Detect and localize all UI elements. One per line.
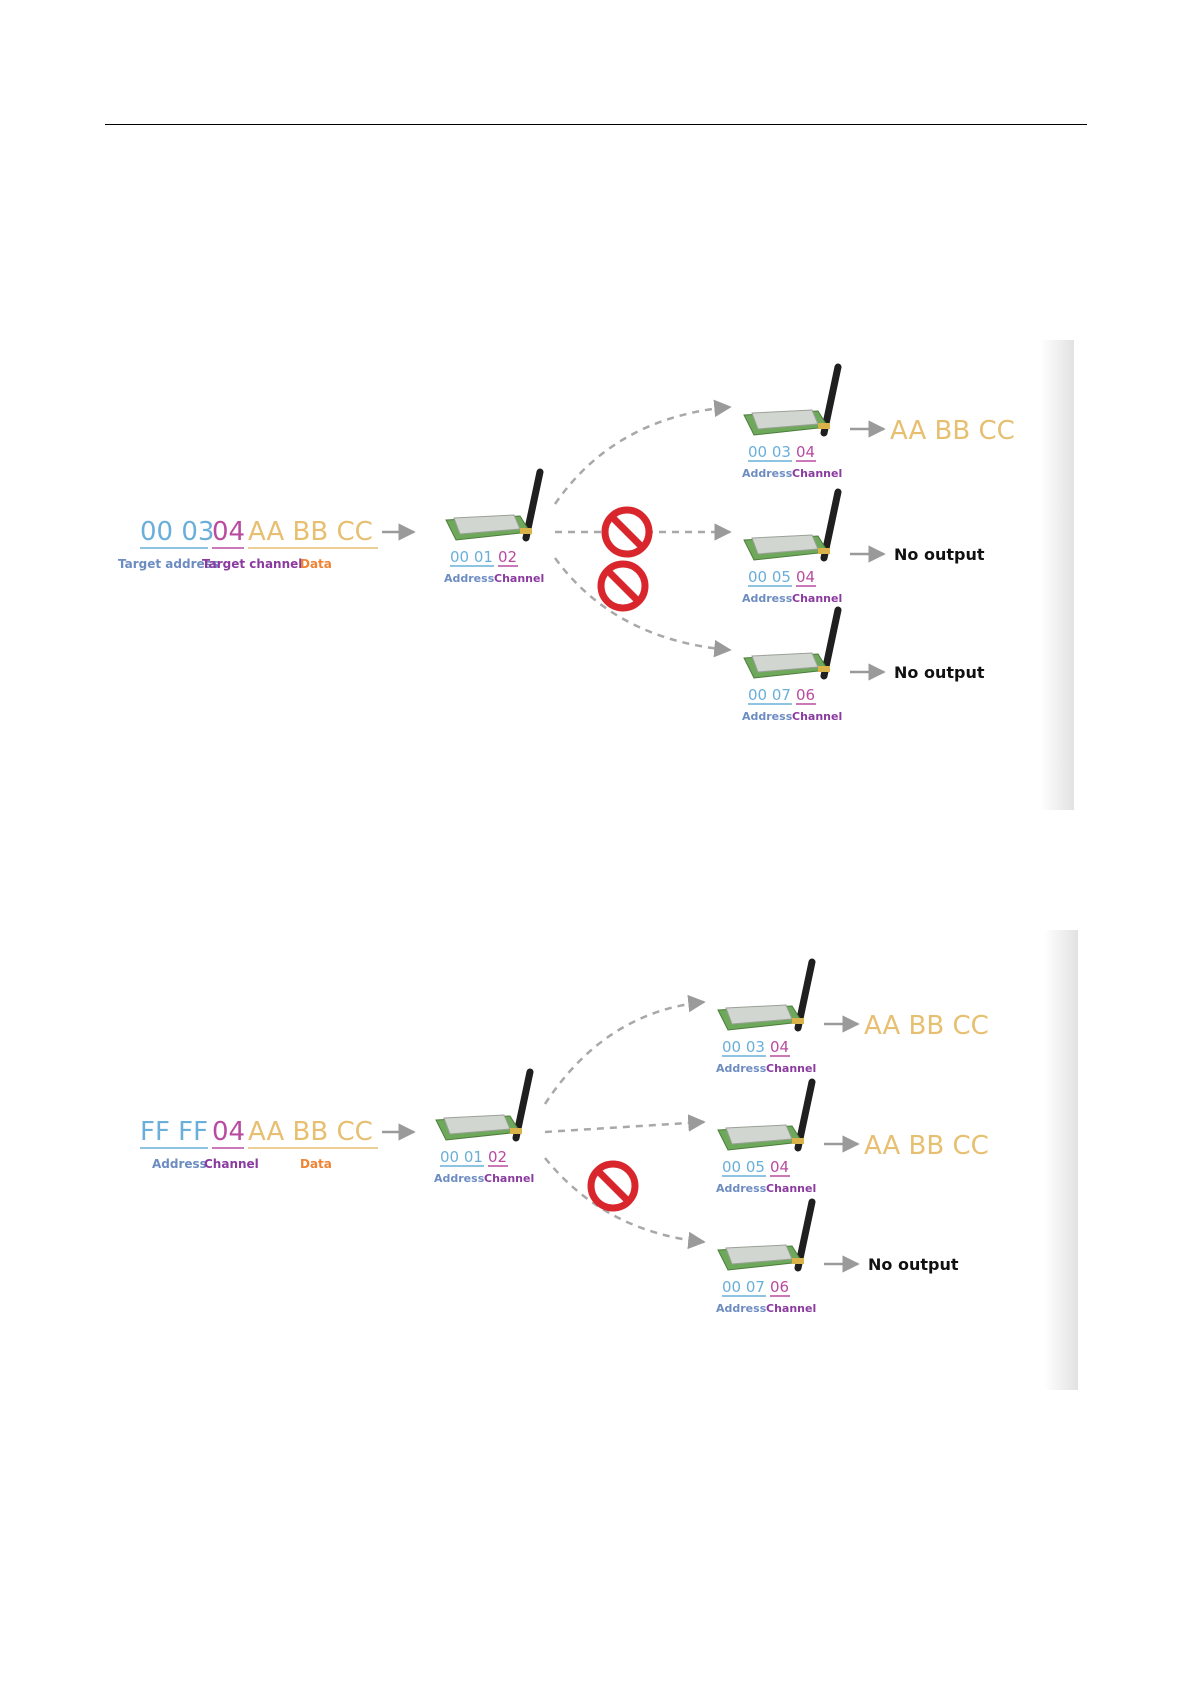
no-entry-icon: [597, 560, 649, 612]
receiver-module-2: [743, 488, 842, 562]
image-edge-shadow: [1044, 930, 1078, 1390]
no-entry-icon: [601, 506, 653, 558]
sender-channel-label: Channel: [494, 572, 544, 585]
frame-byte-data: AA BB CC: [248, 1117, 373, 1147]
receiver-1-channel-label: Channel: [792, 467, 842, 480]
receiver-output-2: No output: [894, 545, 985, 564]
receiver-output-2: AA BB CC: [864, 1131, 989, 1161]
antenna-icon: [794, 1078, 816, 1152]
receiver-1-address-value: 00 03: [722, 1038, 765, 1056]
image-edge-shadow: [1040, 340, 1074, 810]
signal-link-3: [544, 1157, 706, 1250]
frame-label-chan: Target channel: [202, 557, 302, 571]
receiver-output-1: AA BB CC: [864, 1011, 989, 1041]
antenna-connector: [818, 548, 830, 554]
sender-channel-value: 02: [488, 1148, 507, 1166]
antenna-icon: [794, 1198, 816, 1272]
antenna-icon: [820, 606, 842, 680]
frame-byte-chan: 04: [212, 517, 245, 547]
receiver-output-3: No output: [894, 663, 985, 682]
receiver-2-channel-label: Channel: [766, 1182, 816, 1195]
frame-byte-data: AA BB CC: [248, 517, 373, 547]
receiver-module-3: [717, 1198, 816, 1272]
sender-address-label: Address: [444, 572, 495, 585]
receiver-2-channel-value: 04: [796, 568, 815, 586]
frame-byte-addr: FF FF: [140, 1117, 208, 1147]
antenna-connector: [510, 1128, 522, 1134]
antenna-icon: [794, 958, 816, 1032]
sender-module: [445, 468, 544, 542]
receiver-2-address-label: Address: [716, 1182, 767, 1195]
receiver-1-channel-value: 04: [770, 1038, 789, 1056]
frame-label-data: Data: [300, 1157, 332, 1171]
receiver-2-channel-label: Channel: [792, 592, 842, 605]
receiver-1-channel-value: 04: [796, 443, 815, 461]
antenna-connector: [520, 528, 532, 534]
receiver-module-2: [717, 1078, 816, 1152]
receiver-3-channel-value: 06: [770, 1278, 789, 1296]
receiver-3-channel-label: Channel: [766, 1302, 816, 1315]
antenna-icon: [820, 363, 842, 437]
header-rule: [105, 124, 1087, 125]
receiver-1-address-label: Address: [716, 1062, 767, 1075]
sender-address-label: Address: [434, 1172, 485, 1185]
receiver-module-1: [717, 958, 816, 1032]
receiver-output-1: AA BB CC: [890, 416, 1015, 446]
antenna-icon: [522, 468, 544, 542]
sender-channel-value: 02: [498, 548, 517, 566]
sender-address-value: 00 01: [450, 548, 493, 566]
receiver-1-address-label: Address: [742, 467, 793, 480]
receiver-2-address-label: Address: [742, 592, 793, 605]
receiver-3-address-value: 00 07: [722, 1278, 765, 1296]
receiver-module-3: [743, 606, 842, 680]
receiver-2-address-value: 00 05: [748, 568, 791, 586]
receiver-3-channel-value: 06: [796, 686, 815, 704]
receiver-3-address-label: Address: [742, 710, 793, 723]
sender-module: [435, 1068, 534, 1142]
antenna-connector: [792, 1258, 804, 1264]
frame-byte-chan: 04: [212, 1117, 245, 1147]
receiver-3-address-value: 00 07: [748, 686, 791, 704]
receiver-3-channel-label: Channel: [792, 710, 842, 723]
frame-label-chan: Channel: [204, 1157, 259, 1171]
receiver-2-address-value: 00 05: [722, 1158, 765, 1176]
antenna-icon: [820, 488, 842, 562]
signal-link-2: [544, 1114, 706, 1134]
frame-byte-addr: 00 03: [140, 517, 214, 547]
receiver-2-channel-value: 04: [770, 1158, 789, 1176]
frame-label-addr: Address: [152, 1157, 207, 1171]
antenna-connector: [818, 423, 830, 429]
sender-address-value: 00 01: [440, 1148, 483, 1166]
antenna-connector: [792, 1138, 804, 1144]
frame-label-data: Data: [300, 557, 332, 571]
sender-channel-label: Channel: [484, 1172, 534, 1185]
receiver-1-address-value: 00 03: [748, 443, 791, 461]
antenna-connector: [792, 1018, 804, 1024]
antenna-connector: [818, 666, 830, 672]
receiver-module-1: [743, 363, 842, 437]
receiver-3-address-label: Address: [716, 1302, 767, 1315]
signal-link-1: [553, 399, 732, 505]
no-entry-icon: [587, 1160, 639, 1212]
antenna-icon: [512, 1068, 534, 1142]
frame-label-addr: Target address: [118, 557, 219, 571]
receiver-1-channel-label: Channel: [766, 1062, 816, 1075]
signal-link-1: [543, 994, 706, 1105]
receiver-output-3: No output: [868, 1255, 959, 1274]
